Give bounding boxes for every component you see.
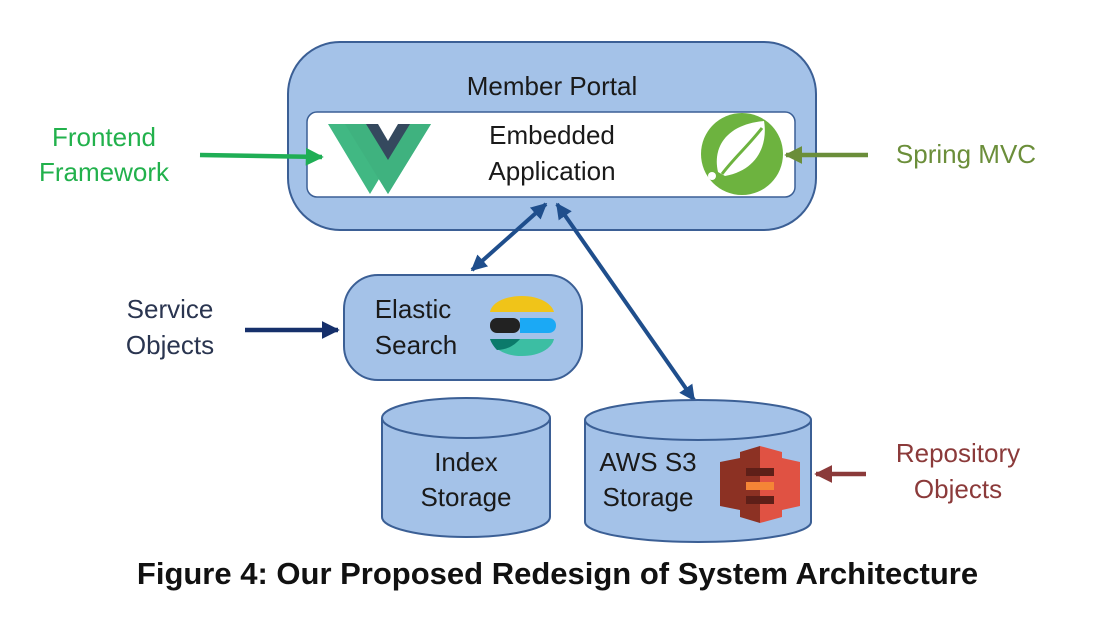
figure-caption: Figure 4: Our Proposed Redesign of Syste… <box>136 556 979 591</box>
repository-line1: Repository <box>896 438 1020 468</box>
member-portal-title: Member Portal <box>467 71 638 101</box>
embedded-application-line2: Application <box>488 156 615 186</box>
s3-storage-line2: Storage <box>602 482 693 512</box>
s3-storage-line1: AWS S3 <box>599 447 696 477</box>
repository-objects-label: Repository Objects <box>896 438 1020 504</box>
index-storage-line2: Storage <box>420 482 511 512</box>
index-storage-line1: Index <box>434 447 498 477</box>
embedded-application: Embedded Application <box>306 111 796 198</box>
embedded-s3-connector <box>555 202 696 402</box>
frontend-line2: Framework <box>39 157 170 187</box>
service-line1: Service <box>127 294 214 324</box>
repository-line2: Objects <box>914 474 1002 504</box>
elastic-line2: Search <box>375 330 457 360</box>
service-line2: Objects <box>126 330 214 360</box>
aws-s3-bucket-icon <box>720 446 800 523</box>
elastic-line1: Elastic <box>375 294 452 324</box>
frontend-line1: Frontend <box>52 122 156 152</box>
elastic-logo-icon <box>490 296 556 356</box>
frontend-framework-label: Frontend Framework <box>39 122 170 187</box>
service-objects-label: Service Objects <box>126 294 214 360</box>
frontend-arrow <box>199 147 324 166</box>
embedded-application-line1: Embedded <box>489 120 615 150</box>
index-storage: Index Storage <box>381 397 551 538</box>
embedded-elastic-connector <box>470 202 548 272</box>
vue-logo-icon <box>328 124 431 194</box>
spring-mvc-label: Spring MVC <box>896 139 1036 169</box>
spring-leaf-icon <box>701 113 783 195</box>
